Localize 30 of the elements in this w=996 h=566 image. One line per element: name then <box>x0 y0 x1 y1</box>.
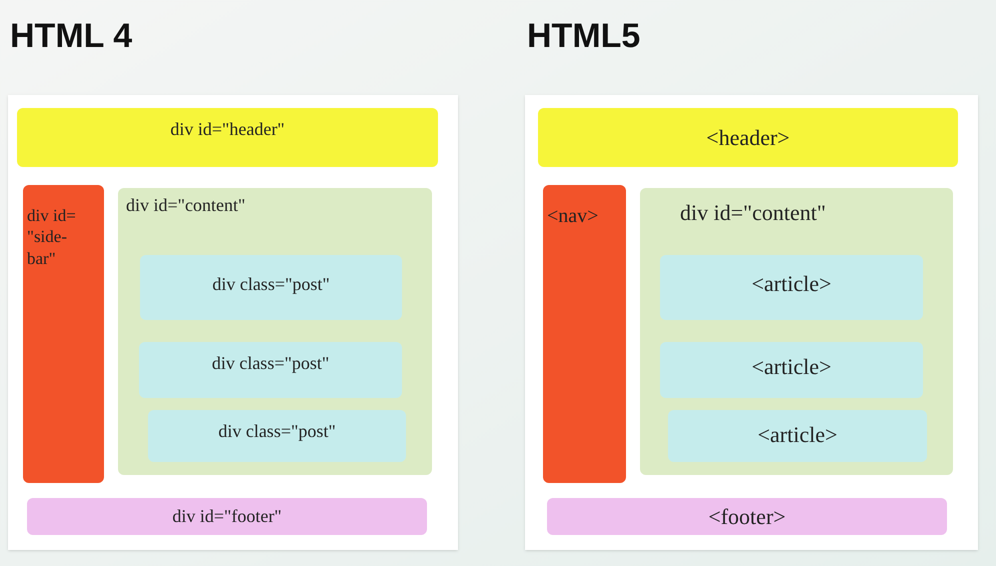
box-label: div class="post" <box>212 352 330 375</box>
post-box <box>139 342 402 398</box>
box-label: <article> <box>752 270 832 298</box>
box-label: <nav> <box>547 204 600 229</box>
sidebar-box <box>23 185 104 483</box>
box-label: div class="post" <box>212 273 330 296</box>
box-label: <header> <box>706 124 790 152</box>
panel-title: HTML5 <box>527 16 640 57</box>
box-label: div id= "side- bar" <box>27 205 77 269</box>
post-box <box>140 255 402 320</box>
content-box <box>640 188 953 475</box>
post-box <box>148 410 406 462</box>
box-label: <article> <box>752 353 832 381</box>
box-label: div id="footer" <box>172 505 282 528</box>
footer-box <box>27 498 427 535</box>
panel-title: HTML 4 <box>10 16 132 57</box>
box-label: div id="content" <box>680 199 827 227</box>
box-label: div class="post" <box>218 420 336 443</box>
box-label: div id="content" <box>126 194 246 217</box>
article-box <box>660 342 923 398</box>
header-box <box>17 108 438 167</box>
footer-box <box>547 498 947 535</box>
nav-box <box>543 185 626 483</box>
box-label: <article> <box>758 421 838 449</box>
box-label: div id="header" <box>170 118 285 141</box>
header-box <box>538 108 958 167</box>
content-box <box>118 188 432 475</box>
article-box <box>668 410 927 462</box>
box-label: <footer> <box>708 503 786 531</box>
article-box <box>660 255 923 320</box>
